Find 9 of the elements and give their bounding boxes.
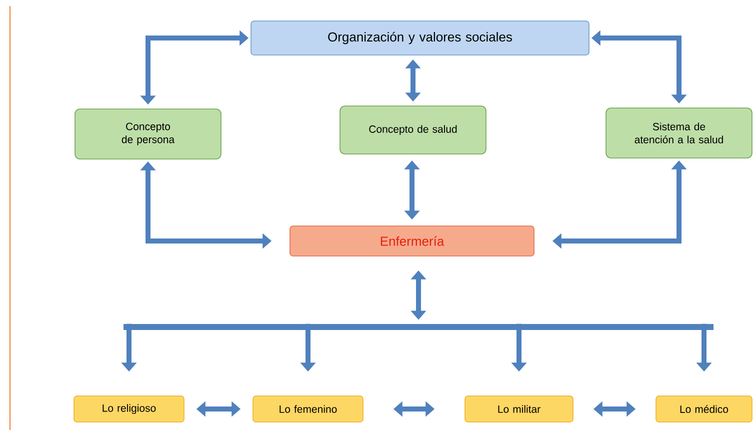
process-box: Lo religioso (74, 396, 184, 422)
process-box: Concepto de persona (74, 108, 222, 160)
process-box: Lo médico (656, 396, 752, 422)
process-box: Sistema de atención a la salud (606, 108, 752, 158)
process-box: Organización y valores sociales (250, 20, 590, 56)
process-box: Enfermería (290, 226, 534, 256)
process-box: Lo femenino (252, 396, 364, 422)
process-box: Concepto de salud (340, 106, 486, 154)
process-box: Lo militar (464, 396, 574, 422)
